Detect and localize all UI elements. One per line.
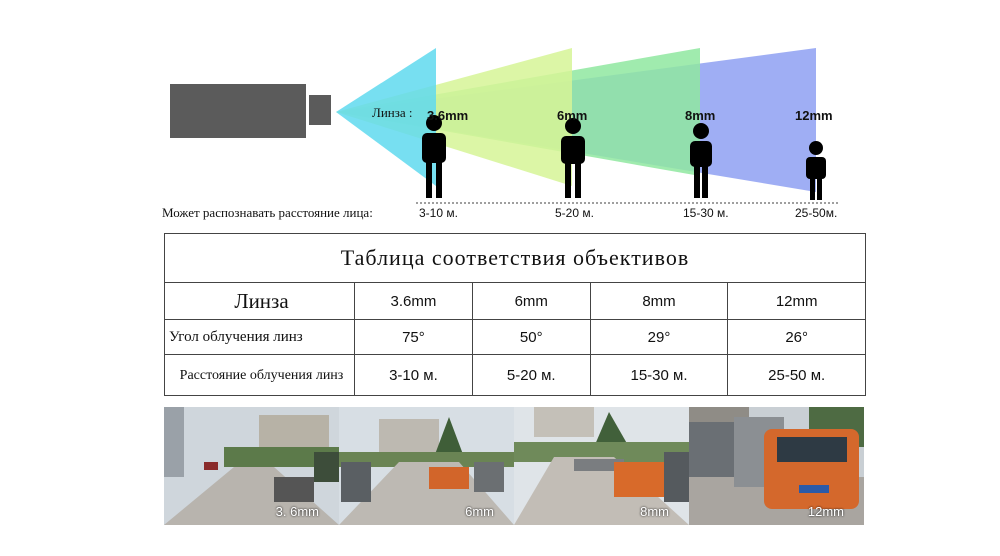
- distance-label-8mm: 15-30 м.: [683, 206, 729, 220]
- row-header: Линза: [164, 282, 355, 320]
- table-cell: 75°: [354, 319, 473, 355]
- photo-label: 6mm: [465, 504, 494, 519]
- photo-8mm: 8mm: [514, 407, 689, 525]
- photo-3-6mm: 3. 6mm: [164, 407, 339, 525]
- table-row: Расстояние облучения линз 3-10 м. 5-20 м…: [164, 354, 866, 396]
- beam-6mm: [336, 48, 572, 186]
- photo-label: 8mm: [640, 504, 669, 519]
- camera-body: [170, 84, 306, 138]
- person-icon: [690, 123, 712, 198]
- table-row: Линза 3.6mm 6mm 8mm 12mm: [164, 282, 866, 320]
- lens-range-diagram: Линза : 3.6mm 6mm 8mm 12mm Может распозн…: [0, 0, 1000, 230]
- camera-lens: [309, 95, 331, 125]
- beam-illustration: [170, 48, 840, 204]
- person-icon: [806, 141, 826, 200]
- distance-label-6mm: 5-20 м.: [555, 206, 594, 220]
- lens-label-8mm: 8mm: [685, 108, 716, 123]
- table-cell: 5-20 м.: [471, 354, 591, 396]
- table-cell: 50°: [471, 319, 591, 355]
- table-cell: 25-50 м.: [727, 354, 866, 396]
- table-cell: 12mm: [727, 282, 866, 320]
- table-title: Таблица соответствия объективов: [164, 233, 866, 283]
- person-icon: [561, 118, 585, 198]
- beam-3-6mm: [336, 48, 436, 186]
- table-cell: 3-10 м.: [354, 354, 473, 396]
- lens-label-3-6mm: 3.6mm: [427, 108, 469, 123]
- lens-table: Таблица соответствия объективов Линза 3.…: [164, 233, 866, 396]
- table-cell: 26°: [727, 319, 866, 355]
- table-cell: 15-30 м.: [589, 354, 729, 396]
- photo-label: 3. 6mm: [275, 504, 319, 519]
- person-icon: [422, 115, 446, 198]
- sample-photos: 3. 6mm 6mm 8mm: [164, 407, 864, 525]
- table-cell: 6mm: [471, 282, 591, 320]
- table-cell: 29°: [589, 319, 729, 355]
- row-header: Расстояние облучения линз: [164, 354, 355, 396]
- row-header: Угол облучения линз: [164, 319, 355, 355]
- table-cell: 3.6mm: [354, 282, 473, 320]
- photo-12mm: 12mm: [689, 407, 864, 525]
- distance-label-3-6mm: 3-10 м.: [419, 206, 458, 220]
- distance-label-12mm: 25-50м.: [795, 206, 838, 220]
- table-cell: 8mm: [589, 282, 729, 320]
- photo-label: 12mm: [807, 504, 844, 519]
- lens-label-12mm: 12mm: [795, 108, 833, 123]
- photo-6mm: 6mm: [339, 407, 514, 525]
- table-row: Угол облучения линз 75° 50° 29° 26°: [164, 319, 866, 355]
- distance-caption: Может распознавать расстояние лица:: [162, 205, 373, 220]
- lens-label-6mm: 6mm: [557, 108, 588, 123]
- lens-prefix-label: Линза :: [372, 105, 413, 120]
